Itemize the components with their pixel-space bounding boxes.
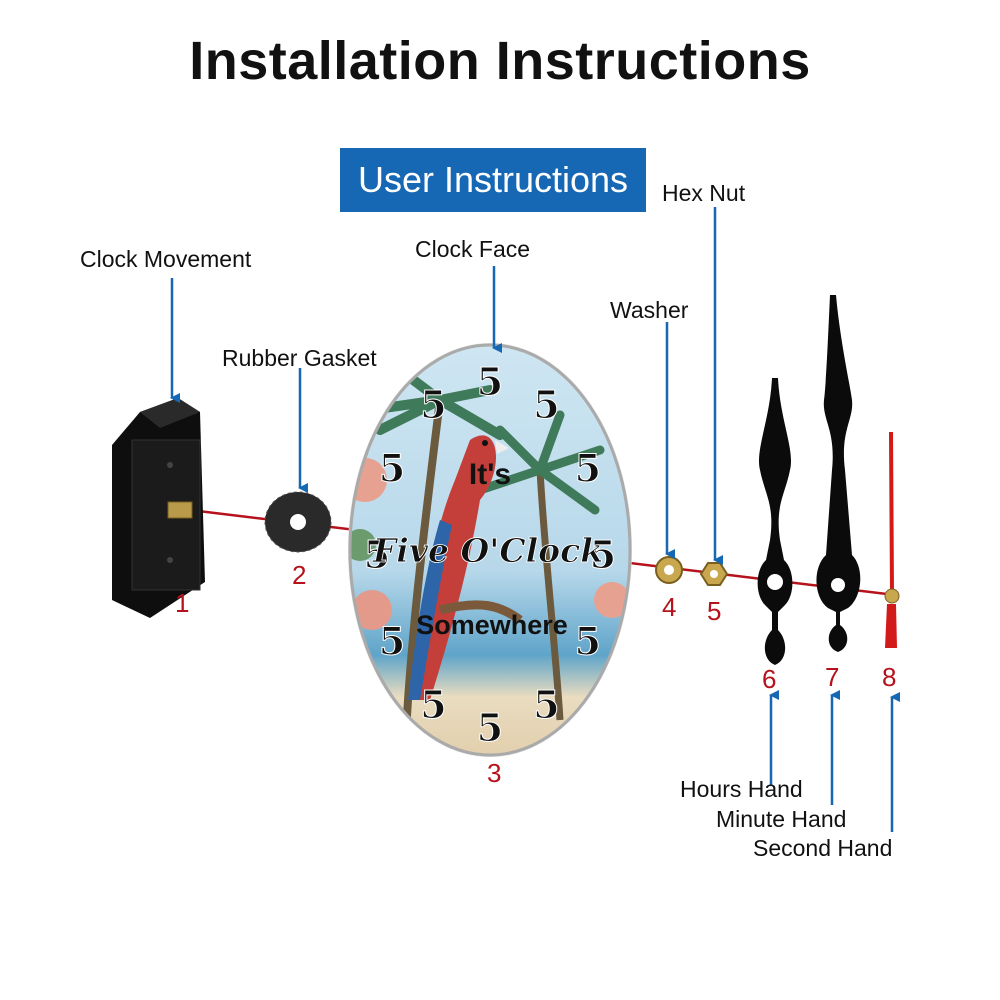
clock-movement-part [112,398,205,618]
face-digit-8: 5 [379,619,405,664]
minute-hand-part [816,295,861,652]
face-text-line1: It's [469,458,511,491]
number-7: 7 [825,662,840,692]
label-hex-nut: Hex Nut [662,180,746,206]
user-instructions-banner: User Instructions [340,148,646,212]
face-text-line2: Five O'Clock [372,531,603,570]
hex-nut-part [699,562,729,586]
label-clock-movement: Clock Movement [80,246,252,272]
number-6: 6 [762,664,777,694]
label-washer: Washer [610,297,689,323]
face-text-line3: Somewhere [416,610,568,640]
number-8: 8 [882,662,897,692]
label-second-hand: Second Hand [753,835,893,861]
number-2: 2 [292,560,307,590]
label-clock-face: Clock Face [415,236,531,262]
page-title: Installation Instructions [189,31,811,91]
face-digit-7: 5 [420,682,446,727]
face-digit-5: 5 [533,682,559,727]
second-hand-part [884,432,900,648]
label-minute-hand: Minute Hand [716,806,847,832]
number-4: 4 [662,592,677,622]
hours-hand-part [757,378,793,665]
face-digit-11: 5 [420,382,446,427]
number-5: 5 [707,596,722,626]
label-hours-hand: Hours Hand [680,776,803,802]
number-3: 3 [487,758,502,788]
rubber-gasket-part [264,491,332,553]
washer-part [655,556,683,584]
face-digit-10: 5 [379,446,405,491]
face-digit-4: 5 [575,619,601,664]
face-digit-2: 5 [575,446,601,491]
label-rubber-gasket: Rubber Gasket [222,345,377,371]
face-digit-6: 5 [477,705,503,750]
number-1: 1 [175,588,190,618]
face-digit-3: 5 [590,532,616,577]
face-digit-9: 5 [364,532,390,577]
face-digit-12: 5 [477,359,503,404]
face-digit-1: 5 [533,382,559,427]
